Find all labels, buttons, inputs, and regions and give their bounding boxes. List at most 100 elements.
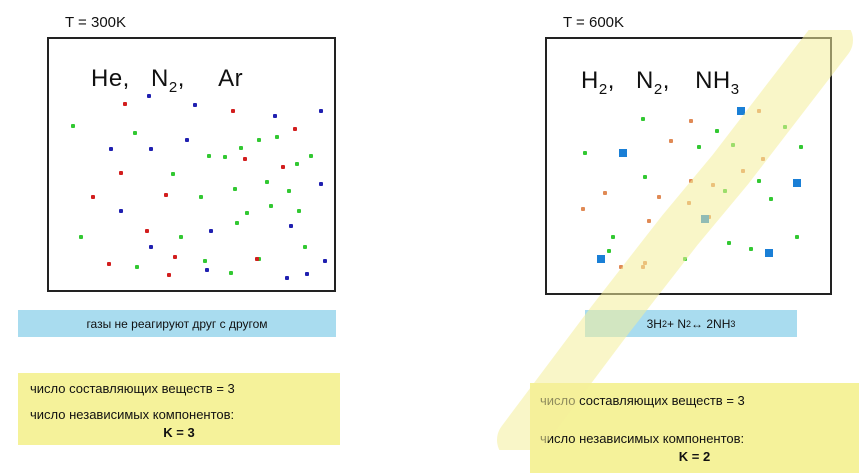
molecule-dot bbox=[179, 235, 183, 239]
left-components-label: число независимых компонентов: bbox=[30, 407, 235, 422]
molecule-dot bbox=[243, 157, 247, 161]
molecule-dot bbox=[285, 276, 289, 280]
left-temperature: T = 300K bbox=[65, 14, 127, 31]
molecule-dot bbox=[689, 119, 693, 123]
molecule-dot bbox=[619, 265, 623, 269]
molecule-dot bbox=[769, 197, 773, 201]
formula-he: He, bbox=[91, 65, 130, 92]
molecule-dot bbox=[123, 102, 127, 106]
left-count-label: число составляющих веществ = 3 bbox=[30, 381, 235, 396]
molecule-dot bbox=[133, 131, 137, 135]
right-gas-container: H2, N2, NH3 bbox=[545, 37, 832, 295]
formula-h2: H2, bbox=[581, 67, 615, 98]
molecule-dot bbox=[245, 211, 249, 215]
molecule-dot bbox=[309, 154, 313, 158]
formula-nh3: NH3 bbox=[695, 67, 740, 98]
molecule-dot bbox=[657, 195, 661, 199]
molecule-dot bbox=[715, 129, 719, 133]
formula-n2-right: N2, bbox=[636, 67, 670, 98]
molecule-dot bbox=[795, 235, 799, 239]
molecule-dot bbox=[229, 271, 233, 275]
molecule-dot bbox=[171, 172, 175, 176]
molecule-dot bbox=[164, 193, 168, 197]
molecule-dot bbox=[641, 265, 645, 269]
molecule-dot bbox=[647, 219, 651, 223]
nh3-molecule bbox=[701, 215, 709, 223]
left-caption: газы не реагируют друг с другом bbox=[18, 310, 336, 337]
molecule-dot bbox=[107, 262, 111, 266]
molecule-dot bbox=[119, 171, 123, 175]
molecule-dot bbox=[209, 229, 213, 233]
molecule-dot bbox=[293, 127, 297, 131]
molecule-dot bbox=[319, 109, 323, 113]
molecule-dot bbox=[697, 145, 701, 149]
molecule-dot bbox=[799, 145, 803, 149]
molecule-dot bbox=[669, 139, 673, 143]
molecule-dot bbox=[319, 182, 323, 186]
molecule-dot bbox=[147, 94, 151, 98]
molecule-dot bbox=[167, 273, 171, 277]
molecule-dot bbox=[205, 268, 209, 272]
molecule-dot bbox=[303, 245, 307, 249]
molecule-dot bbox=[233, 187, 237, 191]
molecule-dot bbox=[297, 209, 301, 213]
molecule-dot bbox=[295, 162, 299, 166]
molecule-dot bbox=[193, 103, 197, 107]
molecule-dot bbox=[289, 224, 293, 228]
molecule-dot bbox=[199, 195, 203, 199]
molecule-dot bbox=[149, 245, 153, 249]
molecule-dot bbox=[761, 157, 765, 161]
molecule-dot bbox=[149, 147, 153, 151]
right-components-label: число независимых компонентов: bbox=[540, 431, 745, 446]
right-count-label: число составляющих веществ = 3 bbox=[540, 393, 745, 408]
nh3-molecule bbox=[765, 249, 773, 257]
right-formula: H2, N2, NH3 bbox=[581, 67, 740, 98]
left-formula: He, N2, Ar bbox=[91, 65, 243, 96]
molecule-dot bbox=[71, 124, 75, 128]
molecule-dot bbox=[711, 183, 715, 187]
nh3-molecule bbox=[793, 179, 801, 187]
molecule-dot bbox=[723, 189, 727, 193]
molecule-dot bbox=[643, 175, 647, 179]
right-temperature: T = 600K bbox=[563, 14, 625, 31]
molecule-dot bbox=[239, 146, 243, 150]
left-info-box: число составляющих веществ = 3 число нез… bbox=[18, 373, 340, 445]
molecule-dot bbox=[275, 135, 279, 139]
molecule-dot bbox=[257, 138, 261, 142]
molecule-dot bbox=[119, 209, 123, 213]
molecule-dot bbox=[731, 143, 735, 147]
molecule-dot bbox=[203, 259, 207, 263]
nh3-molecule bbox=[597, 255, 605, 263]
molecule-dot bbox=[783, 125, 787, 129]
molecule-dot bbox=[173, 255, 177, 259]
right-info-box: число составляющих веществ = 3 число нез… bbox=[530, 383, 859, 473]
molecule-dot bbox=[611, 235, 615, 239]
left-gas-container: He, N2, Ar bbox=[47, 37, 336, 292]
molecule-dot bbox=[269, 204, 273, 208]
molecule-dot bbox=[281, 165, 285, 169]
molecule-dot bbox=[257, 257, 261, 261]
molecule-dot bbox=[135, 265, 139, 269]
right-k-value: K = 2 bbox=[678, 449, 711, 464]
nh3-molecule bbox=[737, 107, 745, 115]
molecule-dot bbox=[749, 247, 753, 251]
molecule-dot bbox=[109, 147, 113, 151]
molecule-dot bbox=[207, 154, 211, 158]
formula-n2: N2, bbox=[151, 65, 185, 96]
molecule-dot bbox=[757, 179, 761, 183]
molecule-dot bbox=[223, 155, 227, 159]
molecule-dot bbox=[91, 195, 95, 199]
molecule-dot bbox=[603, 191, 607, 195]
molecule-dot bbox=[641, 117, 645, 121]
molecule-dot bbox=[757, 109, 761, 113]
molecule-dot bbox=[287, 189, 291, 193]
molecule-dot bbox=[185, 138, 189, 142]
molecule-dot bbox=[583, 151, 587, 155]
molecule-dot bbox=[273, 114, 277, 118]
molecule-dot bbox=[235, 221, 239, 225]
nh3-molecule bbox=[619, 149, 627, 157]
molecule-dot bbox=[607, 249, 611, 253]
molecule-dot bbox=[255, 257, 259, 261]
molecule-dot bbox=[145, 229, 149, 233]
